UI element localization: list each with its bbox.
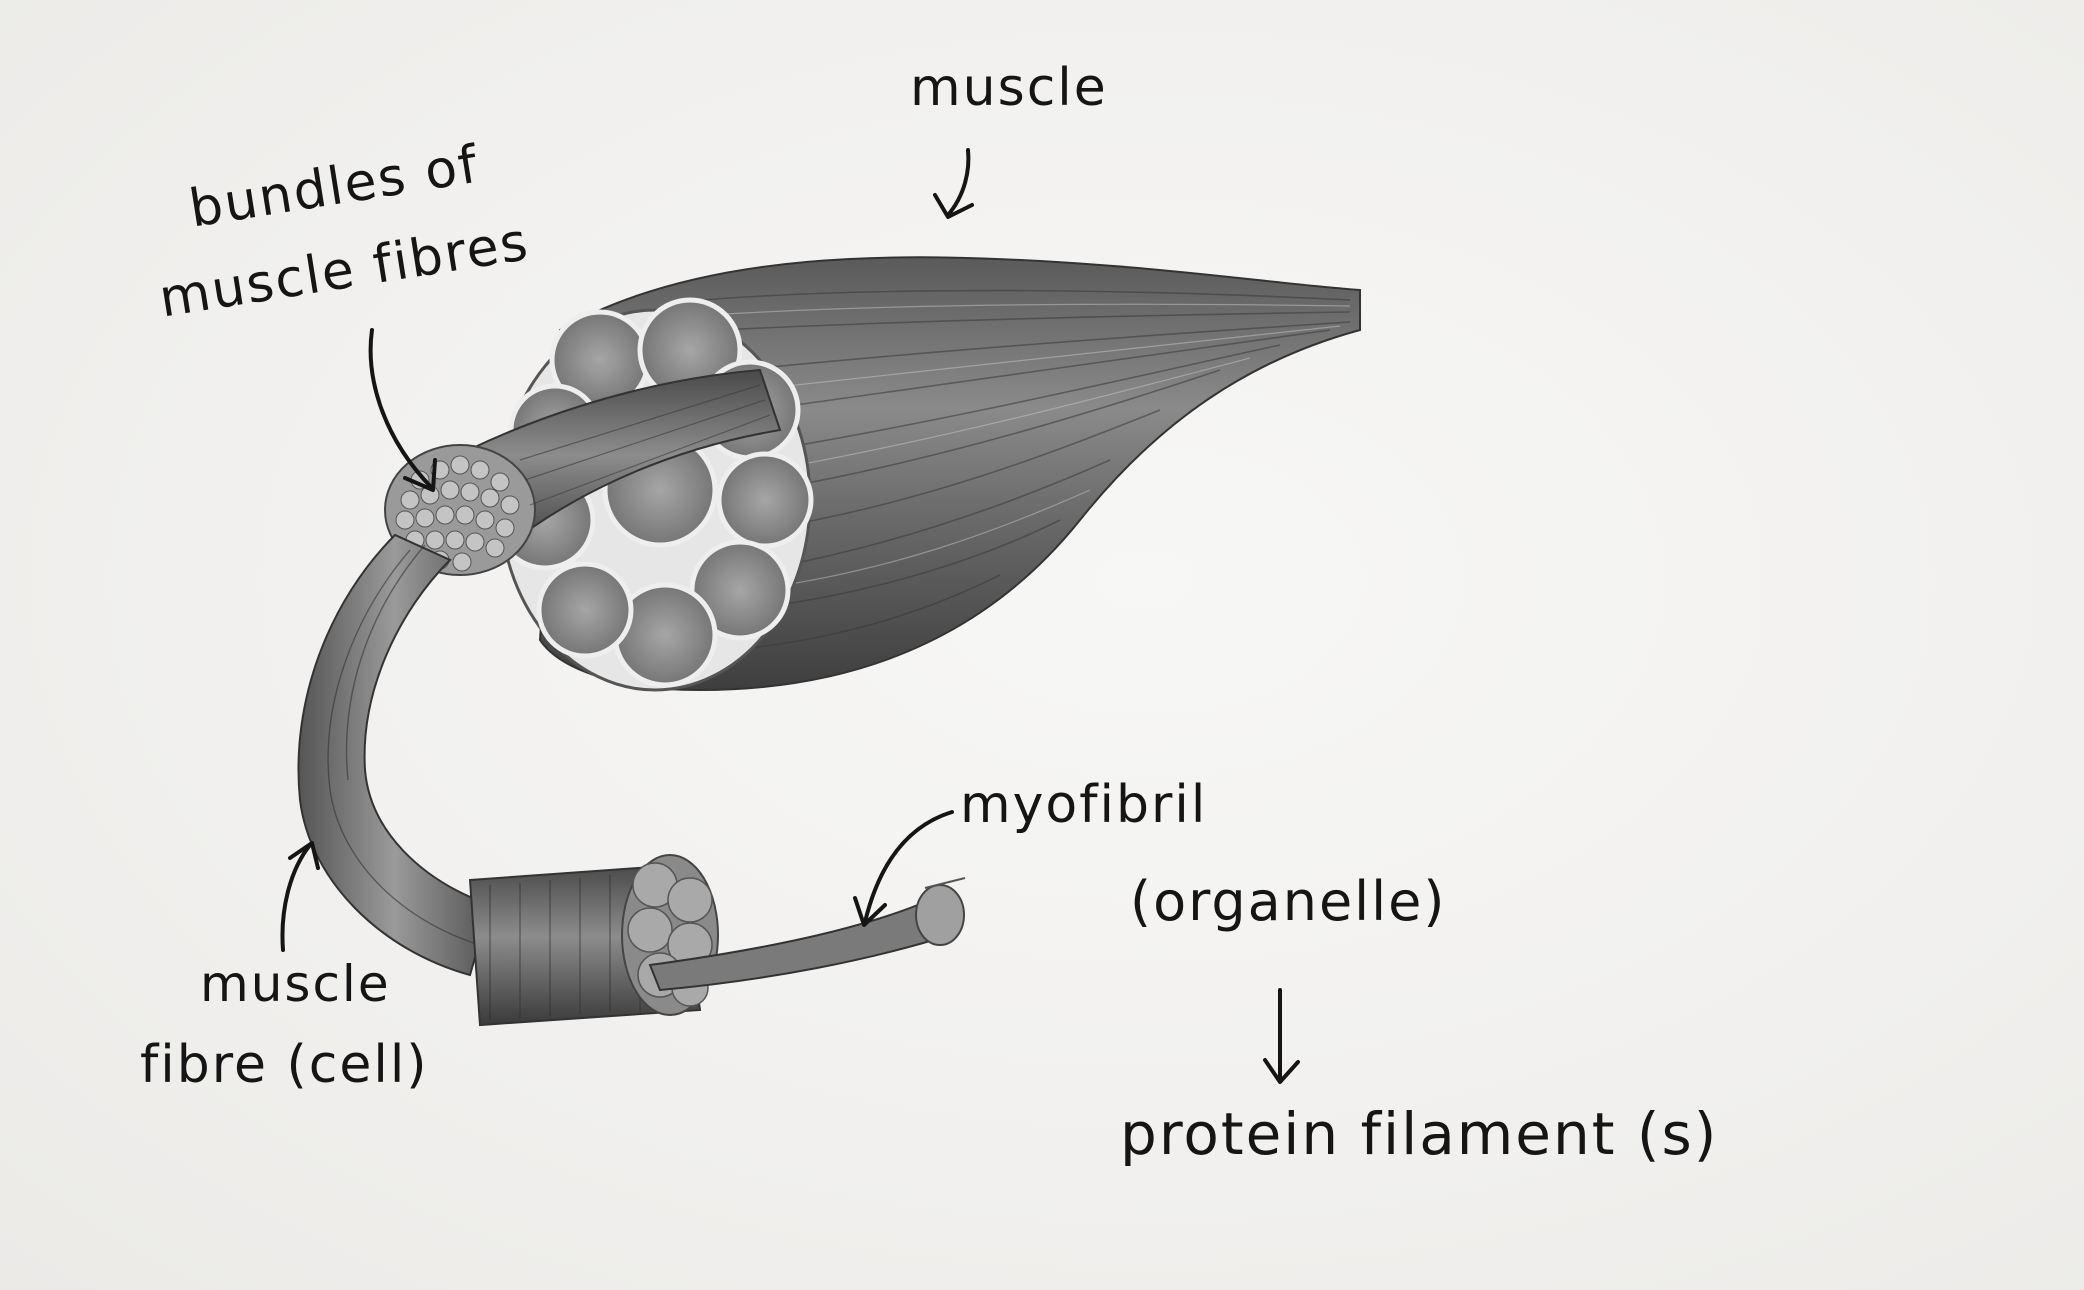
label-fibre-line2: fibre (cell): [140, 1035, 429, 1095]
myofibril-arrow: [853, 810, 954, 927]
myofibril-strand: [648, 877, 966, 992]
myofibril-bundle: [468, 854, 719, 1027]
label-myofibril-line2: (organelle): [1130, 870, 1447, 933]
muscle-arrow: [933, 148, 974, 219]
protein-arrow: [1263, 988, 1300, 1084]
label-protein-filament: protein filament (s): [1120, 1100, 1719, 1168]
fibre-arrow: [280, 841, 320, 952]
label-muscle: muscle: [910, 58, 1108, 118]
muscle-fibre: [297, 533, 492, 977]
bundles-arrow: [368, 328, 437, 492]
label-myofibril-line1: myofibril: [960, 775, 1208, 835]
label-fibre-line1: muscle: [200, 955, 391, 1013]
